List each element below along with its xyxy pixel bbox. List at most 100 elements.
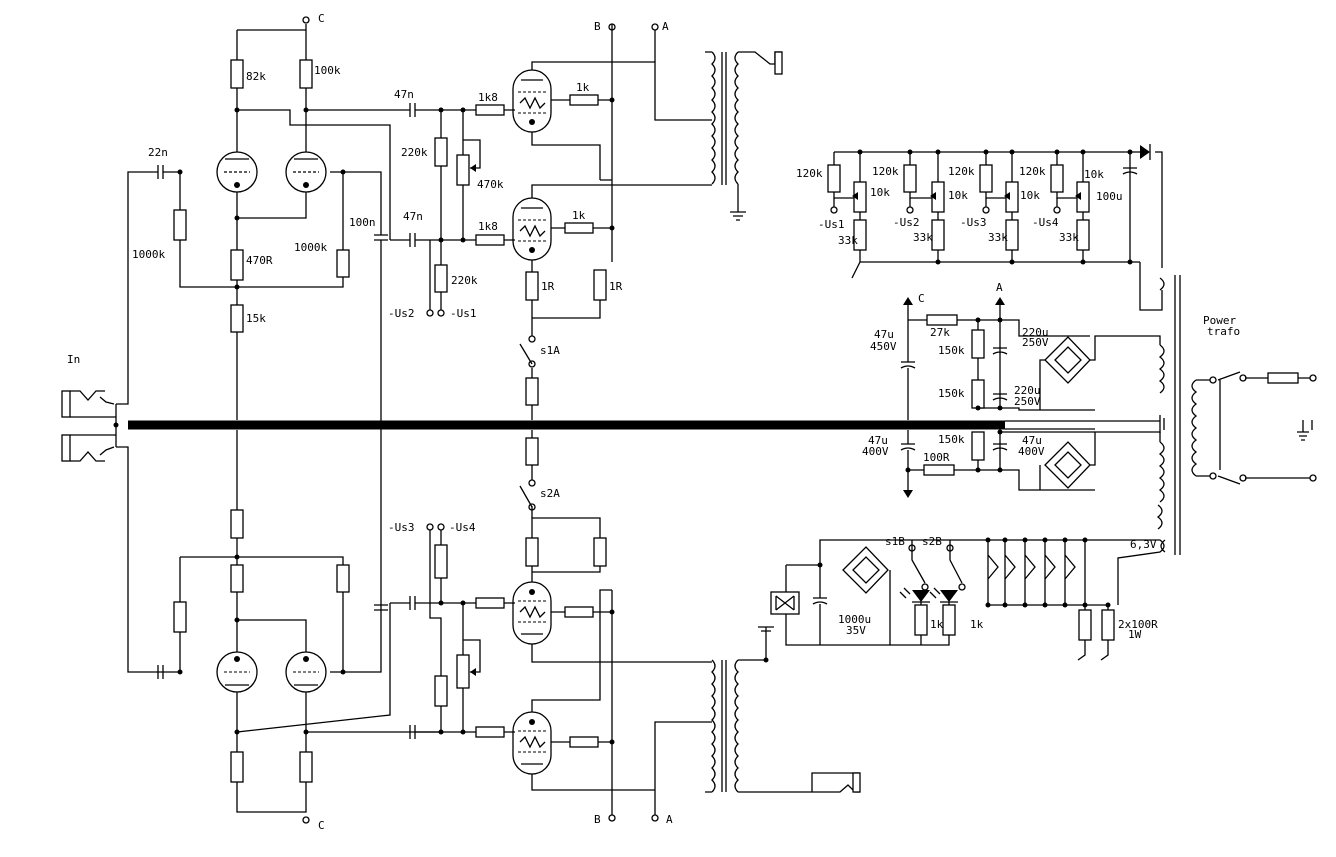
label-6v3: 6,3V [1130, 538, 1157, 551]
label-bias-120k-1: 120k [796, 167, 823, 180]
label-bias-us4: -Us4 [1032, 216, 1059, 229]
label-220k-a: 220k [401, 146, 428, 159]
label-r100R: 100R [923, 451, 950, 464]
resistor-1k8-b [475, 234, 505, 246]
label-v250-2: 250V [1014, 395, 1041, 408]
label-1w: 1W [1128, 628, 1142, 641]
label-470k: 470k [477, 178, 504, 191]
label-v400b: 400V [1018, 445, 1045, 458]
label-2x100R: 2x100R [1118, 618, 1158, 631]
label-bias-33k-1: 33k [838, 234, 858, 247]
potentiometer-470k [456, 154, 470, 186]
bias-supply [827, 144, 1163, 311]
label-bias-120k-4: 120k [1019, 165, 1046, 178]
label-1k-a: 1k [576, 81, 590, 94]
pentode-v5 [512, 581, 552, 645]
resistor-bottom-1000k-a [173, 601, 187, 633]
triode-v1b [285, 151, 327, 193]
resistor-bottom-1R-a [525, 537, 539, 567]
label-15k: 15k [246, 312, 266, 325]
label-bias-100u: 100u [1096, 190, 1123, 203]
label-bias-10k-2: 10k [948, 189, 968, 202]
resistor-bottom-1k-a [569, 736, 599, 748]
label-c-bottom: C [318, 819, 325, 832]
label-in: In [67, 353, 80, 366]
pentode-v6 [512, 711, 552, 775]
output-transformer-top [705, 51, 783, 221]
cap-47n-top [409, 103, 416, 117]
label-bias-33k-4: 33k [1059, 231, 1079, 244]
output-transformer-bottom [705, 626, 861, 793]
resistor-1k-b [564, 222, 594, 234]
label-b-bottom: B [594, 813, 601, 826]
resistor-s2A [525, 437, 539, 466]
label-bias-us3: -Us3 [960, 216, 987, 229]
label-bias-33k-2: 33k [913, 231, 933, 244]
label-220k-b: 220k [451, 274, 478, 287]
resistor-bottom-1k-b [564, 606, 594, 618]
label-bias-10k-1: 10k [870, 186, 890, 199]
hv-supply [900, 297, 1161, 498]
label-v400a: 400V [862, 445, 889, 458]
cap-22n [157, 165, 180, 179]
label-bias-120k-2: 120k [872, 165, 899, 178]
input-jack-top [61, 390, 116, 418]
potentiometer-bottom-470k [456, 654, 470, 689]
triode-v1a [216, 151, 258, 193]
label-22n: 22n [148, 146, 168, 159]
label-1000k-b: 1000k [294, 241, 327, 254]
label-bias-120k-3: 120k [948, 165, 975, 178]
label-a-top: A [662, 20, 669, 33]
resistor-1R-b [593, 269, 607, 301]
label-bias-us2: -Us2 [893, 216, 920, 229]
resistor-15k [230, 304, 244, 333]
label-led-1k-b: 1k [970, 618, 984, 631]
resistor-s1A [525, 377, 539, 406]
power-transformer [1156, 275, 1317, 555]
label-bias-33k-3: 33k [988, 231, 1008, 244]
label-47n-mid: 47n [403, 210, 423, 223]
resistor-bottom-220k-b [434, 544, 448, 579]
triode-v4a [216, 651, 258, 693]
cap-100n-line [343, 171, 388, 673]
resistor-1000k-a [173, 209, 187, 241]
resistor-470R [230, 249, 244, 281]
label-r150k-3: 150k [938, 433, 965, 446]
resistor-bottom-15k [230, 509, 244, 539]
resistor-1k-a [569, 94, 599, 106]
label-bias-10k-3: 10k [1020, 189, 1040, 202]
resistor-1k8-a [475, 104, 505, 116]
resistor-bottom-470R [230, 564, 244, 593]
resistor-bottom-1R-b [593, 537, 607, 567]
heater-supply [770, 537, 1165, 661]
label-47n-top: 47n [394, 88, 414, 101]
label-v450: 450V [870, 340, 897, 353]
label-1000k-a: 1000k [132, 248, 165, 261]
label-c220u-1: 220u [1022, 326, 1049, 339]
label-100n: 100n [349, 216, 376, 229]
resistor-bottom-82k [230, 751, 244, 783]
resistor-1000k-b [336, 249, 350, 278]
label-us4-bottom: -Us4 [449, 521, 476, 534]
label-v35: 35V [846, 624, 866, 637]
resistor-82k [230, 59, 244, 89]
label-r150k-1: 150k [938, 344, 965, 357]
pentode-v3 [512, 197, 552, 261]
resistor-bottom-1000k-b [336, 564, 350, 593]
label-100k: 100k [314, 64, 341, 77]
resistor-100k [299, 59, 313, 89]
label-us2-top: -Us2 [388, 307, 415, 320]
cap-47n-mid [409, 233, 416, 247]
label-s1B: s1B [885, 535, 905, 548]
resistor-bottom-1k8-b [475, 726, 505, 738]
label-v250-1: 250V [1022, 336, 1049, 349]
label-c-top: C [318, 12, 325, 25]
resistor-bottom-1k8-a [475, 597, 505, 609]
ground-bus-end [1005, 415, 1165, 433]
label-c1000u: 1000u [838, 613, 871, 626]
resistor-bottom-220k-a [434, 675, 448, 707]
resistor-1R-a [525, 271, 539, 301]
label-hv-c: C [918, 292, 925, 305]
